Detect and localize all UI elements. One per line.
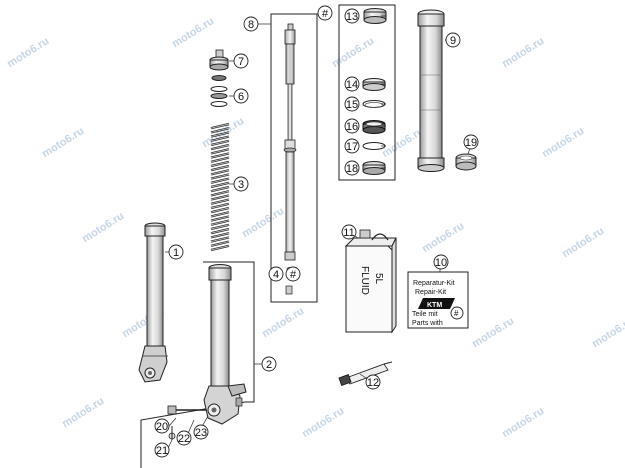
callout-circle-hash_4: [285, 266, 301, 282]
callout-circle-c7: [233, 53, 249, 69]
callout-number-c10: 10: [435, 257, 447, 269]
repair-kit-part-10: Reparatur-Kit Repair-Kit KTM Teile mit P…: [407, 271, 469, 329]
brand-logo-icon: [418, 298, 455, 309]
top-cap-part-7: [209, 49, 229, 81]
callout-number-c8: 8: [248, 19, 254, 31]
callout-number-c3: 3: [238, 179, 244, 191]
callout-number-c20: 20: [156, 421, 168, 433]
callout-circle-c16: [344, 118, 360, 134]
callout-number-c9: 9: [450, 35, 456, 47]
callout-circle-c12: [365, 374, 381, 390]
axle-clamp-screws: [167, 405, 206, 440]
callout-number-c22: 22: [178, 433, 190, 445]
callout-number-c16: 16: [346, 121, 358, 133]
callout-number-c6: 6: [238, 91, 244, 103]
callout-number-hash_top: #: [322, 8, 329, 20]
fork-oil-can-part-11: FLUID 5L: [344, 229, 397, 334]
callout-circle-c20: [154, 418, 170, 434]
repair-kit-parts-en: Parts with: [412, 320, 443, 327]
callout-number-c11: 11: [343, 227, 354, 239]
ring-part-19: [455, 153, 477, 171]
callout-number-c15: 15: [346, 99, 358, 111]
callout-circle-c10: [433, 254, 449, 270]
callout-number-c12: 12: [367, 377, 379, 389]
fluid-label: FLUID: [359, 266, 370, 295]
callout-number-c7: 7: [238, 56, 244, 68]
callout-number-c1: 1: [173, 247, 179, 259]
seal-kit-frame: [338, 4, 396, 181]
callout-number-c13: 13: [346, 11, 358, 23]
callout-circle-c23: [193, 424, 209, 440]
spring-part-3: [210, 122, 230, 252]
callout-number-c21: 21: [156, 445, 168, 457]
callout-circle-c2: [261, 356, 277, 372]
outer-tube-part-1: [138, 222, 168, 383]
repair-kit-parts-de: Teile mit: [412, 311, 438, 318]
callout-number-c17: 17: [346, 141, 358, 153]
seal-rings: [362, 8, 387, 175]
callout-number-hash_4: #: [290, 269, 297, 281]
callout-number-c2: 2: [266, 359, 272, 371]
repair-kit-hash: #: [454, 309, 459, 318]
fluid-volume-label: 5L: [373, 273, 384, 285]
repair-kit-label-de: Reparatur-Kit: [413, 280, 455, 287]
callout-circle-c6: [233, 88, 249, 104]
callout-number-c19: 19: [465, 137, 477, 149]
callout-circle-c13: [344, 8, 360, 24]
callout-circle-c9: [445, 32, 461, 48]
inner-tube-part-9: [417, 9, 452, 172]
cartridge-frame: [270, 13, 318, 303]
svg-text:KTM: KTM: [427, 302, 442, 309]
callout-circle-c19: [463, 134, 479, 150]
repair-kit-label-en: Repair-Kit: [415, 289, 446, 296]
callout-circle-c1: [168, 244, 184, 260]
callout-circle-c22: [176, 430, 192, 446]
grease-tube-part-12: [338, 361, 393, 386]
callout-circle-c17: [344, 138, 360, 154]
lower-leg-frame: [140, 261, 255, 468]
callout-circle-c21: [154, 442, 170, 458]
callout-number-c18: 18: [346, 163, 358, 175]
callout-circle-c18: [344, 160, 360, 176]
callout-number-c23: 23: [195, 427, 207, 439]
callout-circle-c4: [268, 266, 284, 282]
callout-circle-c11: [341, 224, 357, 240]
callout-circle-c8: [243, 16, 259, 32]
callout-number-c4: 4: [273, 269, 279, 281]
damper-cartridge-part-8: [283, 23, 297, 295]
callout-circle-c3: [233, 176, 249, 192]
callout-number-c14: 14: [346, 79, 358, 91]
callout-circle-hash_top: [317, 5, 333, 21]
spring-coil-highlight: [210, 123, 230, 251]
washers-part-6: [210, 86, 228, 107]
callout-circle-c15: [344, 96, 360, 112]
callout-circle-c14: [344, 76, 360, 92]
lower-leg-part-2: [203, 264, 247, 425]
